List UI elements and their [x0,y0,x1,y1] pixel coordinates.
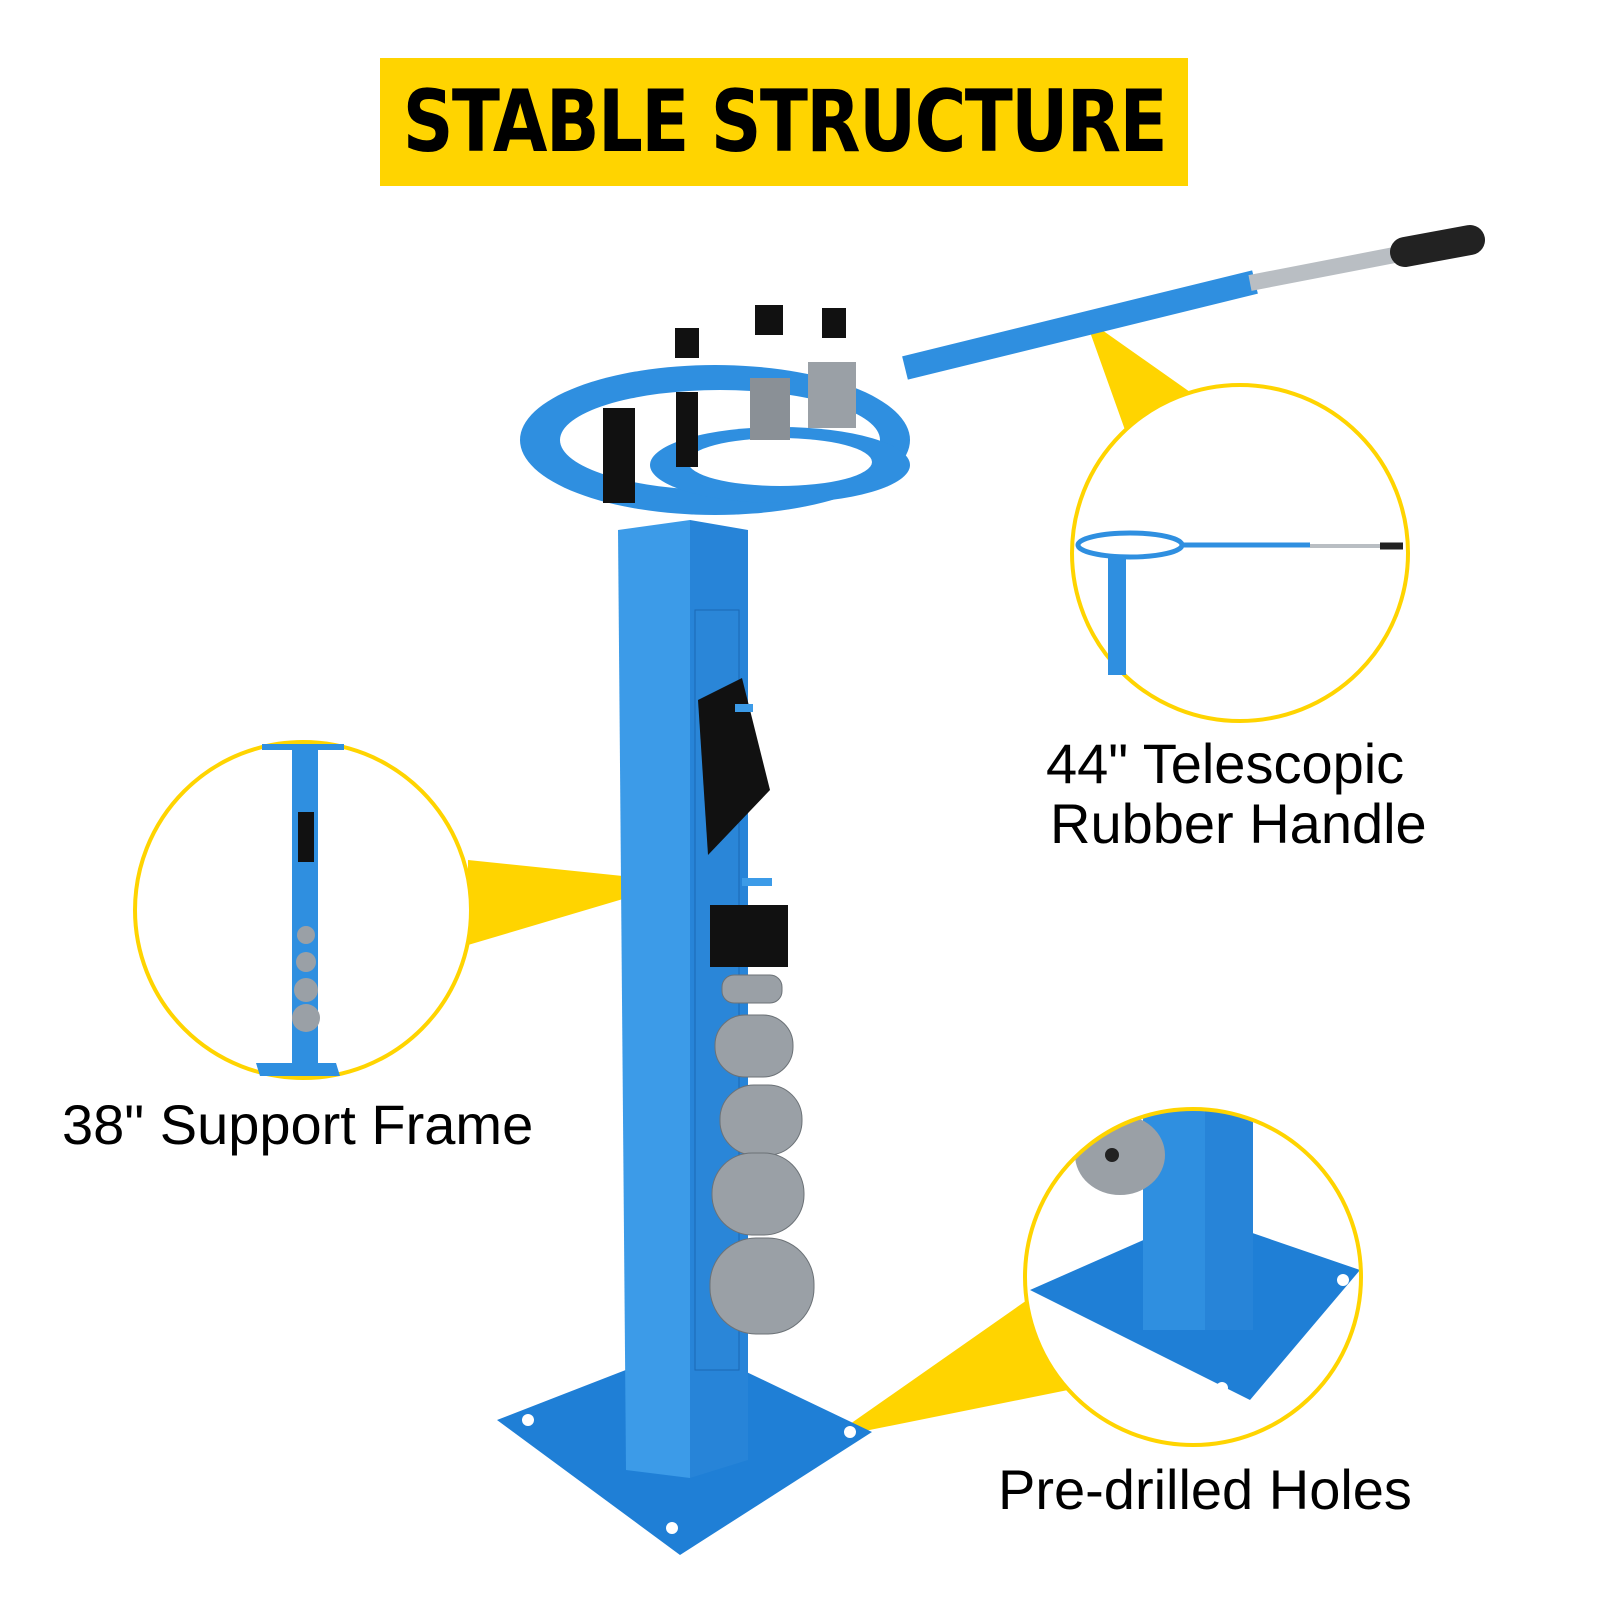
die-clamp [698,678,770,855]
handle-bar [902,270,1258,380]
telescopic-tube [1248,244,1412,291]
support-post [618,520,690,1478]
holes-callout-label: Pre-drilled Holes [998,1458,1412,1521]
frame-detail-circle [133,740,473,1080]
die-rollers [709,974,815,1335]
holes-detail-circle [1023,1107,1363,1447]
handle-callout-line2: Rubber Handle [1050,792,1427,855]
frame-callout-label: 38" Support Frame [62,1093,534,1156]
title-text: STABLE STRUCTURE [402,72,1167,172]
handle-callout-line1: 44" Telescopic [1046,732,1405,795]
title-banner: STABLE STRUCTURE [380,58,1188,186]
handle-detail-circle [1070,383,1410,723]
rubber-grip [1390,225,1485,267]
die-block [710,905,788,967]
holes-callout-pointer [830,1298,1068,1438]
